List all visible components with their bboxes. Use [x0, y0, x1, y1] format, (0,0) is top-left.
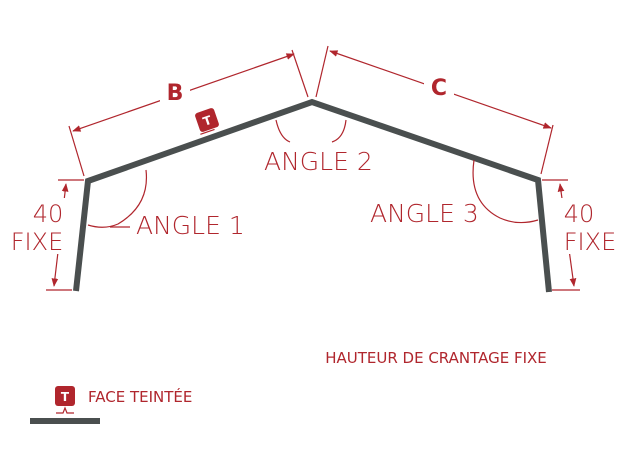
right-fixed-word: FIXE [564, 228, 617, 256]
tinted-face-marker: T [195, 108, 219, 135]
right-fixed-value: 40 [564, 200, 595, 228]
left-fixed-value: 40 [33, 200, 64, 228]
angle-3-label: ANGLE 3 [370, 199, 479, 228]
legend-badge-tick [56, 406, 74, 414]
angle-3-arc [472, 159, 539, 224]
angle-1-label: ANGLE 1 [136, 211, 245, 240]
crimping-height-note: HAUTEUR DE CRANTAGE FIXE [325, 349, 547, 367]
dimension-b-label: B [167, 81, 184, 106]
angle-2-arc-left [275, 119, 291, 143]
angle-1-arc [87, 169, 148, 228]
legend-badge-letter: T [61, 390, 70, 404]
dimension-c-label: C [431, 76, 447, 101]
legend-badge [55, 386, 75, 406]
legend-label: FACE TEINTÉE [88, 387, 192, 406]
metal-profile [73, 98, 552, 293]
angle-2-label: ANGLE 2 [264, 147, 373, 176]
legend: T FACE TEINTÉE [30, 386, 192, 424]
left-fixed-word: FIXE [11, 228, 64, 256]
angle-2-arc-right [331, 119, 347, 143]
